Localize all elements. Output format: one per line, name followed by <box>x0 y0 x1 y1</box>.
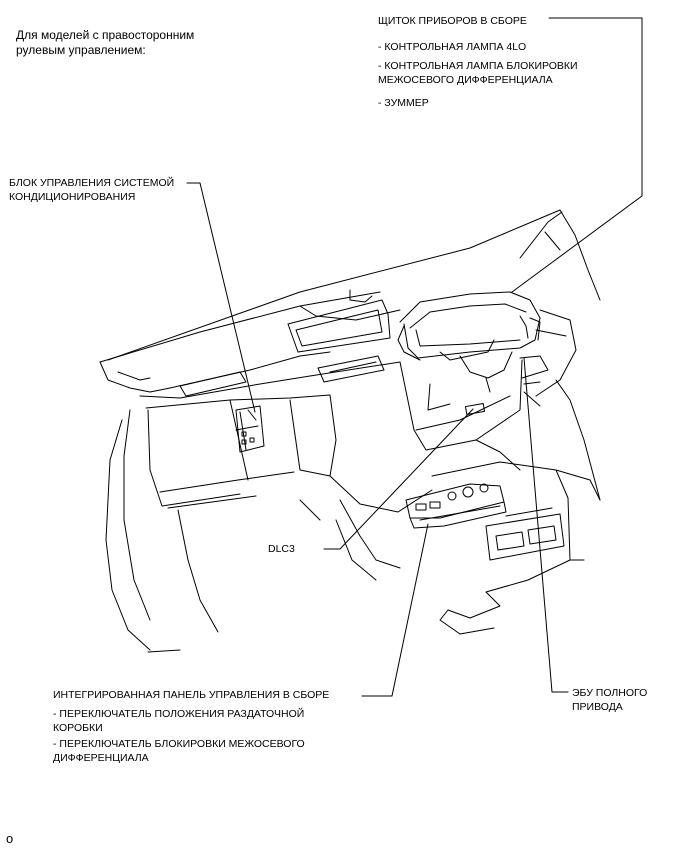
right-lower-trim <box>523 379 601 501</box>
passenger-panel <box>105 394 337 653</box>
windshield-frame <box>107 209 601 361</box>
dlc3-title: DLC3 <box>268 543 295 555</box>
integrated-panel-title: ИНТЕГРИРОВАННАЯ ПАНЕЛЬ УПРАВЛЕНИЯ В СБОР… <box>53 689 330 701</box>
integrated-control-panel <box>405 483 507 529</box>
instrument-cluster <box>397 291 541 361</box>
center-display <box>287 299 391 353</box>
dash-top <box>99 289 401 399</box>
instrument-panel-item-1: - КОНТРОЛЬНАЯ ЛАМПА 4LO <box>378 41 527 53</box>
ac-unit-title: БЛОК УПРАВЛЕНИЯ СИСТЕМОЙ КОНДИЦИОНИРОВАН… <box>9 177 175 203</box>
leader-dlc3 <box>323 408 474 550</box>
ac-control-unit <box>235 405 265 453</box>
instrument-panel-title: ЩИТОК ПРИБОРОВ В СБОРЕ <box>378 15 527 27</box>
instrument-panel-item-3: - ЗУММЕР <box>378 97 429 109</box>
instrument-panel-item-2: - КОНТРОЛЬНАЯ ЛАМПА БЛОКИРОВКИ МЕЖОСЕВОГ… <box>378 60 578 86</box>
leader-ecu <box>523 357 569 693</box>
leader-instrument-panel <box>511 17 643 293</box>
integrated-panel-item-2: - ПЕРЕКЛЮЧАТЕЛЬ БЛОКИРОВКИ МЕЖОСЕВОГО ДИ… <box>53 738 305 764</box>
steering-column <box>439 339 513 393</box>
center-vents <box>179 355 385 397</box>
model-note: Для моделей с правосторонним рулевым упр… <box>16 28 195 57</box>
integrated-panel-item-1: - ПЕРЕКЛЮЧАТЕЛЬ ПОЛОЖЕНИЯ РАЗДАТОЧНОЙ КО… <box>53 708 305 734</box>
center-stack <box>399 359 523 451</box>
leader-lines <box>186 17 643 697</box>
right-dash <box>519 309 577 397</box>
leader-ac-unit <box>186 182 256 413</box>
ecu-4wd-title: ЭБУ ПОЛНОГО ПРИВОДА <box>572 687 648 713</box>
leader-integrated-panel <box>361 523 429 697</box>
figure-code: o <box>6 831 14 846</box>
rear-console <box>431 461 601 635</box>
